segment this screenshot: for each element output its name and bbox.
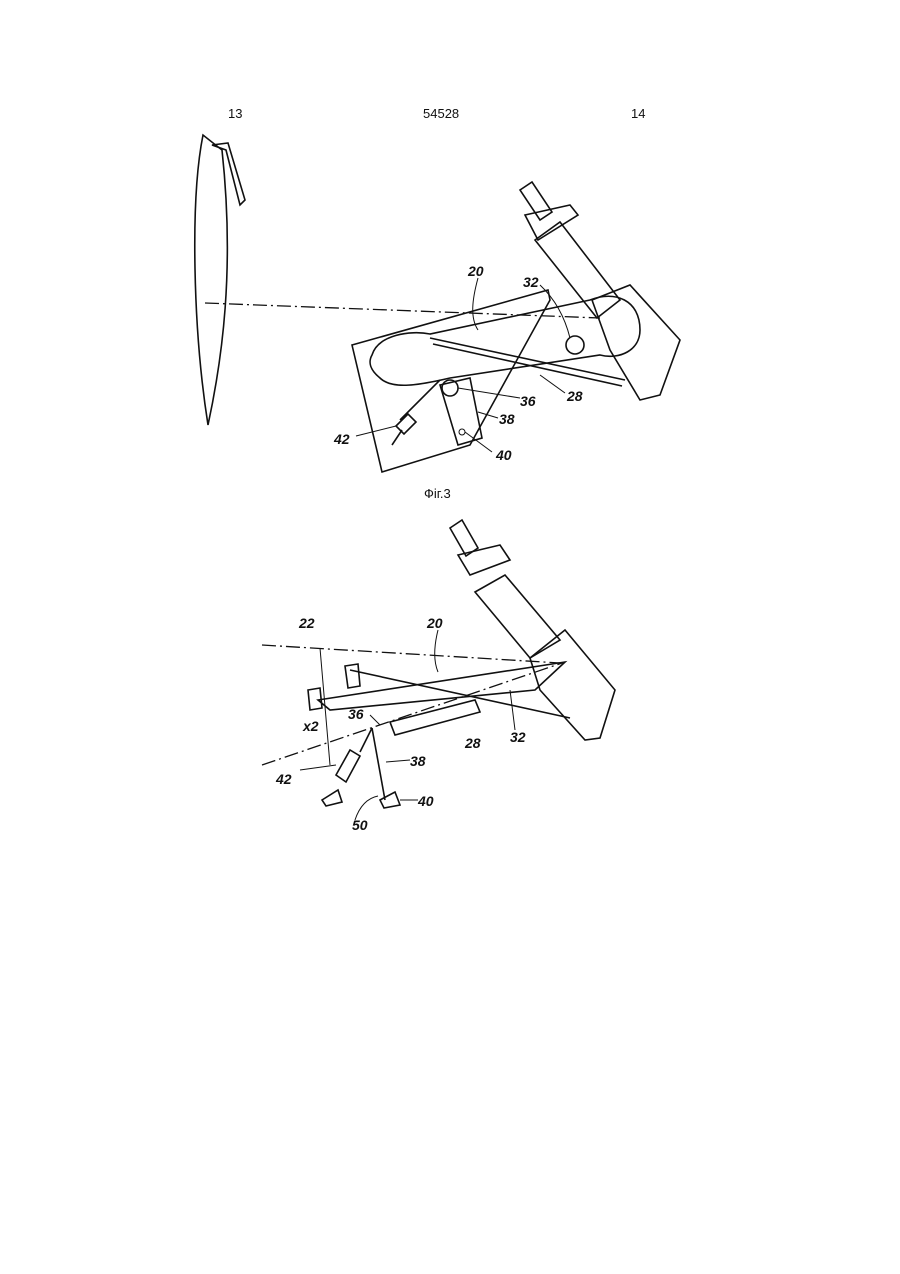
- fig3-label-42: 42: [333, 431, 350, 447]
- figure-3-caption: Фіг.3: [424, 486, 451, 501]
- fig4-linkage: [350, 670, 570, 718]
- rod-28: [430, 338, 625, 380]
- fig4-mount-upper: [345, 664, 360, 688]
- fig4-label-40: 40: [417, 793, 434, 809]
- fig4-label-28: 28: [464, 735, 481, 751]
- fig4-actuator-foot: [322, 790, 342, 806]
- pivot-32: [566, 336, 584, 354]
- fig4-label-x2: x2: [302, 718, 319, 734]
- leader-28: [540, 375, 565, 393]
- windshield-outline: [195, 135, 228, 425]
- mirror-mount: [212, 143, 245, 205]
- fig3-label-40: 40: [495, 447, 512, 463]
- figure-3-drawing: 20 32 36 28 38 42 40: [195, 135, 680, 472]
- fig4-leader-42: [300, 765, 336, 770]
- fig4-label-38: 38: [410, 753, 426, 769]
- reference-line-upper: [262, 645, 560, 663]
- fig3-label-28: 28: [566, 388, 583, 404]
- fig3-label-36: 36: [520, 393, 536, 409]
- reference-line-lower: [262, 662, 565, 765]
- fig4-column-top: [450, 520, 478, 556]
- fig4-column-boot: [458, 545, 510, 575]
- fig3-label-32: 32: [523, 274, 539, 290]
- fig4-label-22: 22: [298, 615, 315, 631]
- leader-36: [458, 388, 520, 398]
- fig4-leader-38: [386, 760, 410, 762]
- fig4-label-20: 20: [426, 615, 443, 631]
- fig4-column-tube: [475, 575, 560, 658]
- fig4-arm-20: [318, 662, 565, 710]
- fig4-label-36: 36: [348, 706, 364, 722]
- fig4-column-housing: [530, 630, 615, 740]
- actuator-42: [392, 380, 440, 445]
- fig3-label-20: 20: [467, 263, 484, 279]
- fig4-leader-32: [510, 690, 515, 730]
- fig4-leader-36: [370, 715, 380, 725]
- leader-20: [473, 278, 478, 330]
- pin-40: [459, 429, 465, 435]
- leader-42: [356, 426, 396, 436]
- fig4-label-42: 42: [275, 771, 292, 787]
- fig3-label-38: 38: [499, 411, 515, 427]
- base-plate: [352, 290, 550, 472]
- fig4-leader-20: [435, 630, 438, 672]
- column-arm: [370, 296, 640, 385]
- fig4-label-50: 50: [352, 817, 368, 833]
- fig4-lever-38: [372, 728, 385, 800]
- figure-4-drawing: 22 20 x2 36 28 32 42 38 40 50: [262, 520, 615, 833]
- fig4-label-32: 32: [510, 729, 526, 745]
- fig4-actuator-42: [336, 750, 360, 782]
- fig4-pivot-40: [380, 792, 400, 808]
